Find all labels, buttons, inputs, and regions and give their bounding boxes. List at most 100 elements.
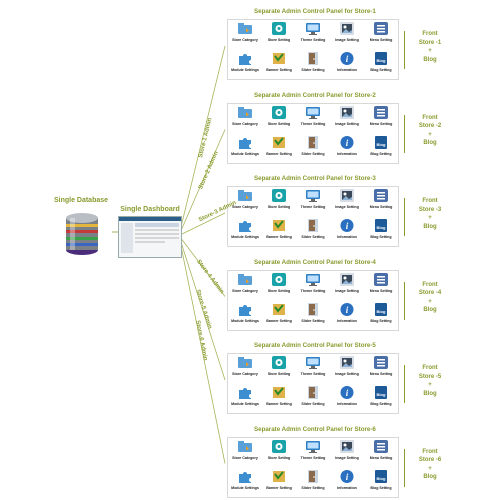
store-setting-tile[interactable]: Store Setting	[262, 20, 296, 48]
menu-setting-tile[interactable]: Menu Setting	[364, 271, 398, 299]
image-setting-tile[interactable]: Image Setting	[330, 187, 364, 215]
slider-setting-tile[interactable]: Slider Setting	[296, 384, 330, 412]
svg-text:i: i	[346, 305, 349, 315]
theme-setting-tile[interactable]: Theme Setting	[296, 187, 330, 215]
theme-setting-tile[interactable]: Theme Setting	[296, 271, 330, 299]
slider-setting-tile[interactable]: Slider Setting	[296, 134, 330, 162]
theme-setting-tile[interactable]: Theme Setting	[296, 104, 330, 132]
banner-setting-tile[interactable]: Banner Setting	[262, 301, 296, 329]
fan-line-store-6	[179, 240, 226, 464]
banner-setting-icon	[271, 385, 287, 400]
theme-setting-icon	[305, 439, 321, 454]
store-category-tile[interactable]: Store Category	[228, 438, 262, 466]
slider-setting-icon	[305, 51, 321, 66]
store-setting-icon	[271, 188, 287, 203]
menu-setting-tile[interactable]: Menu Setting	[364, 104, 398, 132]
tile-label: Store Category	[232, 121, 258, 126]
tile-label: Blog Setting	[370, 235, 392, 239]
image-setting-tile[interactable]: Image Setting	[330, 20, 364, 48]
slider-setting-tile[interactable]: Slider Setting	[296, 50, 330, 78]
slider-setting-tile[interactable]: Slider Setting	[296, 468, 330, 496]
store-category-tile[interactable]: Store Category	[228, 187, 262, 215]
tile-label: Slider Setting	[301, 485, 325, 490]
banner-setting-tile[interactable]: Banner Setting	[262, 468, 296, 496]
tile-label: Menu Setting	[369, 455, 393, 460]
slider-setting-tile[interactable]: Slider Setting	[296, 301, 330, 329]
slider-setting-tile[interactable]: Slider Setting	[296, 217, 330, 245]
module-settings-tile[interactable]: Module Settings	[228, 301, 262, 329]
panel-title-store-1: Separate Admin Control Panel for Store-1	[254, 8, 376, 15]
store-category-tile[interactable]: Store Category	[228, 354, 262, 382]
module-settings-tile[interactable]: Module Settings	[228, 50, 262, 78]
theme-setting-icon	[305, 188, 321, 203]
module-settings-icon	[237, 135, 253, 150]
tile-label: Module Settings	[231, 318, 259, 323]
tile-label: Blog Setting	[370, 318, 392, 323]
module-settings-icon	[237, 218, 253, 233]
image-setting-tile[interactable]: Image Setting	[330, 104, 364, 132]
tile-label: Menu Setting	[369, 38, 393, 42]
image-setting-icon	[339, 188, 355, 203]
fan-line-store-3	[179, 212, 226, 236]
banner-setting-tile[interactable]: Banner Setting	[262, 384, 296, 412]
banner-setting-tile[interactable]: Banner Setting	[262, 50, 296, 78]
tile-label: Image Setting	[335, 288, 359, 293]
menu-setting-icon	[373, 21, 389, 36]
theme-setting-tile[interactable]: Theme Setting	[296, 354, 330, 382]
tile-label: Module Settings	[231, 402, 259, 406]
information-icon: i	[339, 302, 355, 317]
front-bracket	[404, 114, 413, 153]
banner-setting-icon	[271, 469, 287, 484]
image-setting-icon	[339, 439, 355, 454]
tile-label: Banner Setting	[266, 235, 292, 239]
store-setting-tile[interactable]: Store Setting	[262, 438, 296, 466]
tile-label: Information	[337, 402, 357, 406]
information-icon: i	[339, 51, 355, 66]
theme-setting-tile[interactable]: Theme Setting	[296, 20, 330, 48]
image-setting-tile[interactable]: Image Setting	[330, 438, 364, 466]
menu-setting-tile[interactable]: Menu Setting	[364, 354, 398, 382]
module-settings-tile[interactable]: Module Settings	[228, 217, 262, 245]
store-setting-tile[interactable]: Store Setting	[262, 354, 296, 382]
tile-label: Information	[337, 151, 357, 156]
module-settings-tile[interactable]: Module Settings	[228, 134, 262, 162]
store-category-tile[interactable]: Store Category	[228, 104, 262, 132]
menu-setting-tile[interactable]: Menu Setting	[364, 20, 398, 48]
theme-setting-tile[interactable]: Theme Setting	[296, 438, 330, 466]
module-settings-tile[interactable]: Module Settings	[228, 384, 262, 412]
store-setting-tile[interactable]: Store Setting	[262, 271, 296, 299]
panel-title-store-2: Separate Admin Control Panel for Store-2	[254, 91, 376, 99]
store-category-tile[interactable]: Store Category	[228, 271, 262, 299]
image-setting-tile[interactable]: Image Setting	[330, 354, 364, 382]
tile-label: Module Settings	[231, 485, 259, 490]
banner-setting-tile[interactable]: Banner Setting	[262, 217, 296, 245]
store-category-tile[interactable]: Store Category	[228, 20, 262, 48]
menu-setting-tile[interactable]: Menu Setting	[364, 187, 398, 215]
banner-setting-tile[interactable]: Banner Setting	[262, 134, 296, 162]
store-setting-tile[interactable]: Store Setting	[262, 104, 296, 132]
tile-label: Slider Setting	[301, 318, 325, 323]
store-setting-tile[interactable]: Store Setting	[262, 187, 296, 215]
menu-setting-tile[interactable]: Menu Setting	[364, 438, 398, 466]
store-setting-icon	[271, 21, 287, 36]
tile-label: Banner Setting	[266, 151, 292, 156]
module-settings-tile[interactable]: Module Settings	[228, 468, 262, 496]
image-setting-tile[interactable]: Image Setting	[330, 271, 364, 299]
svg-text:Blog: Blog	[377, 309, 386, 314]
